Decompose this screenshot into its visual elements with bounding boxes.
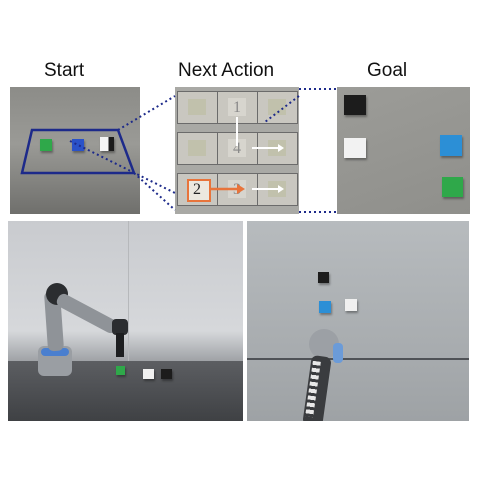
- robot-base-ring: [41, 348, 69, 356]
- blue-cube: [72, 139, 84, 151]
- action-grid: 1 4 2 3: [175, 87, 299, 214]
- dotted-connector: [69, 140, 176, 194]
- green-cube: [40, 139, 52, 151]
- robot-side-photo: [8, 221, 243, 421]
- black-cube: [318, 272, 329, 283]
- robot-gripper: [116, 333, 124, 357]
- white-cube: [345, 299, 357, 311]
- grid-cell: [177, 91, 218, 124]
- white-black-cube-stack: [100, 137, 114, 151]
- start-highlight-frame: [20, 128, 136, 175]
- grid-cell: [257, 91, 298, 124]
- ghost-cube: [188, 140, 206, 156]
- grid-number-1: 1: [233, 99, 241, 116]
- robot-joint-ring: [333, 343, 343, 363]
- ghost-cube: [188, 99, 206, 115]
- arrow-head-icon: [278, 144, 284, 152]
- grid-number-4: 4: [233, 140, 241, 157]
- dotted-connector: [117, 95, 176, 131]
- white-cube: [143, 369, 154, 379]
- grid-number-2: 2: [193, 181, 201, 198]
- start-heading: Start: [44, 60, 85, 81]
- black-cube: [344, 95, 366, 115]
- green-cube: [442, 177, 463, 197]
- table-edge-line: [247, 358, 469, 360]
- next-action-heading: Next Action: [178, 60, 275, 81]
- ghost-cube: [228, 139, 246, 157]
- green-cube: [116, 366, 125, 375]
- ghost-cube: [268, 99, 286, 115]
- robot-overhead-photo: [247, 221, 469, 421]
- goal-photo: [337, 87, 470, 214]
- robot-wrist: [112, 319, 128, 335]
- ghost-cube: [228, 98, 246, 116]
- blue-cube: [319, 301, 331, 313]
- wall-corner: [128, 221, 129, 361]
- goal-heading: Goal: [367, 60, 408, 81]
- dotted-connector: [264, 95, 300, 123]
- robot-upper-arm: [54, 291, 120, 336]
- grid-cell: 4: [217, 132, 258, 165]
- arrow-head-icon: [237, 184, 245, 194]
- white-cube: [344, 138, 366, 158]
- dotted-connector: [133, 172, 176, 211]
- blue-cube: [440, 135, 462, 156]
- start-photo: [10, 87, 140, 214]
- highlighted-cube-2: [187, 179, 211, 202]
- arrow-head-icon: [278, 185, 284, 193]
- black-cube: [161, 369, 172, 379]
